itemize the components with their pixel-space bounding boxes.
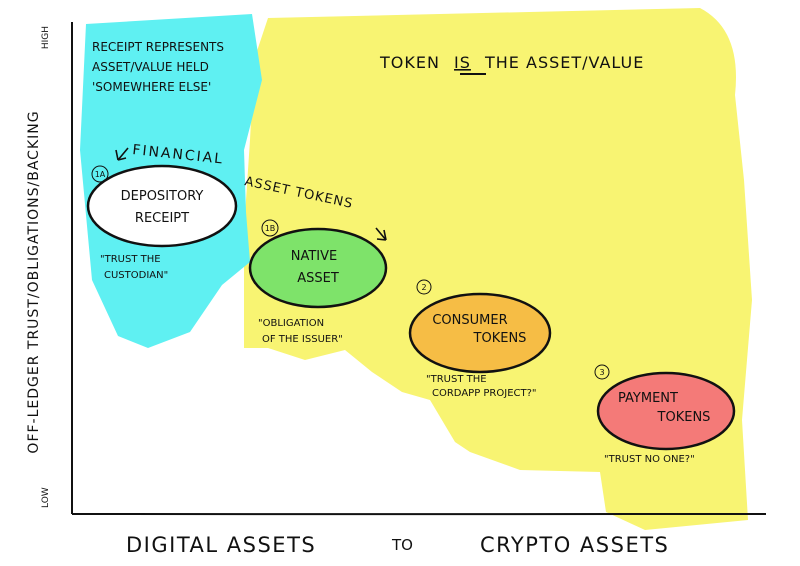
node-native-asset: 1b Native Asset "Obligation of the issue…: [248, 219, 388, 345]
node-ellipse: [86, 164, 238, 248]
receipt-region-line3: 'Somewhere else': [92, 80, 211, 94]
node-consumer-tokens: 2 Consumer Tokens "Trust the CorDapp pro…: [408, 279, 552, 399]
node-quote-line1: "Trust the: [100, 254, 161, 265]
receipt-region-line2: asset/value held: [92, 60, 209, 74]
y-axis-title: Off-ledger trust/obligations/backing: [26, 110, 42, 453]
node-number: 3: [599, 368, 604, 377]
node-quote-line1: "Trust no one?": [604, 454, 695, 465]
node-payment-tokens: 3 Payment Tokens "Trust no one?": [594, 364, 736, 465]
node-quote-line2: of the issuer": [262, 334, 343, 345]
x-label-to: to: [391, 536, 413, 554]
token-is-asset-post: the asset/value: [484, 53, 644, 72]
receipt-region-line1: Receipt represents: [92, 40, 224, 54]
node-title-line1: Native: [291, 249, 338, 264]
node-quote-line1: "Trust the: [426, 374, 487, 385]
financial-arrow-right: [375, 227, 387, 241]
node-title-line1: Depository: [121, 189, 204, 204]
y-high-label: High: [41, 26, 51, 49]
node-quote-line1: "Obligation: [258, 318, 324, 329]
node-depository-receipt: 1a Depository Receipt "Trust the custodi…: [86, 164, 238, 281]
node-ellipse: [596, 371, 736, 451]
node-number-badge: [416, 279, 432, 295]
node-number: 1b: [265, 224, 276, 233]
x-label-digital: Digital assets: [126, 533, 316, 557]
node-number-badge: [261, 219, 279, 237]
token-is-asset-label: Token is the asset/value: [379, 53, 644, 72]
node-number: 1a: [95, 170, 106, 179]
x-axis-line: [71, 512, 767, 516]
node-title-line2: Asset: [297, 271, 339, 286]
node-number-badge: [594, 364, 610, 380]
node-title-line2: Tokens: [657, 410, 711, 425]
node-ellipse: [248, 227, 388, 309]
node-title-line1: Payment: [618, 391, 678, 406]
token-is-asset-underlined: is: [454, 53, 471, 72]
node-title-line2: Receipt: [135, 211, 189, 226]
node-ellipse: [408, 292, 552, 374]
node-number-badge: [91, 165, 109, 183]
node-number: 2: [421, 283, 426, 292]
node-title-line2: Tokens: [473, 331, 527, 346]
node-quote-line2: custodian": [104, 270, 168, 281]
y-low-label: Low: [41, 487, 51, 508]
financial-arrow-left: [115, 147, 129, 161]
token-is-asset-pre: Token: [379, 53, 440, 72]
y-axis-line: [70, 21, 74, 515]
node-title-line1: Consumer: [432, 313, 507, 328]
node-quote-line2: CorDapp project?": [432, 388, 537, 399]
x-label-crypto: Crypto assets: [480, 533, 669, 557]
